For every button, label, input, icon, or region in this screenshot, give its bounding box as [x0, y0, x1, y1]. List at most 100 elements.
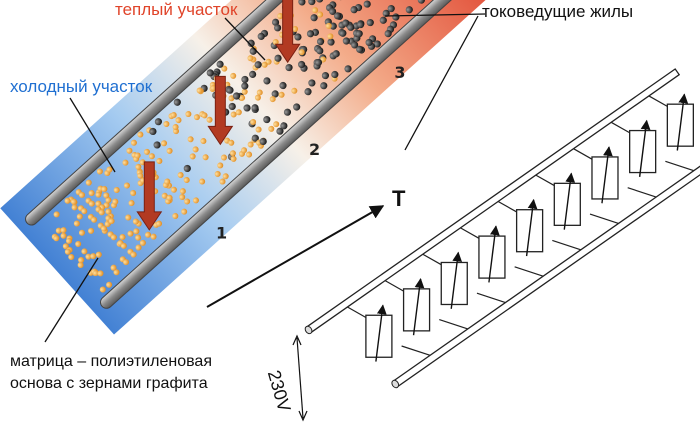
polymer-grain	[235, 109, 242, 116]
graphite-grain	[365, 38, 373, 47]
polymer-grain	[250, 118, 257, 125]
graphite-grain	[373, 40, 381, 48]
polymer-grain	[106, 281, 113, 288]
polymer-grain	[228, 95, 235, 102]
polymer-grain	[199, 178, 206, 185]
polymer-grain	[91, 216, 98, 223]
resistor-lead-top	[648, 95, 670, 108]
polymer-grain	[119, 233, 126, 240]
polymer-grain	[200, 138, 207, 145]
graphite-grain	[316, 0, 324, 3]
polymer-grain	[156, 158, 163, 165]
graphite-grain	[304, 88, 312, 96]
polymer-grain	[222, 173, 229, 180]
polymer-grain	[62, 243, 69, 250]
graphite-grain	[387, 4, 395, 13]
polymer-grain	[130, 251, 137, 258]
variable-resistor-arrow	[488, 225, 500, 283]
voltage-arrow-head-top	[292, 334, 302, 346]
polymer-grain	[230, 111, 237, 118]
resistor-lead-bottom	[552, 239, 582, 251]
top-conductor	[25, 0, 394, 226]
polymer-grain	[228, 139, 235, 146]
graphite-grain	[298, 0, 306, 6]
polymer-grain	[98, 209, 105, 216]
polymer-grain	[247, 141, 254, 148]
graphite-grain	[329, 22, 337, 30]
graphite-grain	[226, 86, 234, 94]
graphite-grain	[279, 81, 287, 90]
polymer-grain	[230, 155, 237, 162]
polymer-grain	[161, 140, 168, 147]
graphite-grain	[405, 6, 413, 14]
polymer-grain	[156, 220, 163, 227]
polymer-grain	[179, 194, 186, 201]
polymer-grain	[68, 254, 75, 261]
bottom-bus-end	[391, 379, 400, 389]
graphite-grain	[356, 20, 365, 29]
heat-arrow-3	[274, 0, 301, 64]
graphite-grain	[329, 7, 337, 15]
graphite-grain	[347, 23, 355, 31]
graphite-grain	[271, 18, 280, 26]
polymer-grain	[179, 188, 186, 195]
resistor-lead-bottom	[476, 292, 506, 304]
polymer-grain	[184, 198, 191, 205]
graphite-grain	[280, 122, 288, 130]
graphite-grain	[263, 115, 271, 124]
graphite-grain	[308, 0, 316, 6]
resistor-lead-top	[535, 174, 557, 188]
graphite-grain	[263, 77, 271, 85]
leader-wire-bottom	[404, 15, 479, 151]
polymer-grain	[202, 154, 209, 161]
polymer-grain	[66, 237, 73, 244]
equivalent-circuit	[304, 68, 700, 389]
polymer-grain	[135, 163, 142, 170]
variable-resistor-arrow	[601, 146, 613, 204]
polymer-grain	[261, 61, 268, 68]
graphite-grain	[320, 82, 328, 90]
polymer-grain	[298, 49, 305, 56]
polymer-grain	[177, 172, 184, 179]
polymer-grain	[144, 231, 151, 238]
graphite-grain	[293, 103, 301, 111]
polymer-grain	[77, 262, 84, 269]
resistor-lead-top	[573, 148, 595, 161]
polymer-grain	[105, 208, 112, 215]
polymer-grain	[196, 87, 203, 94]
resistor	[610, 119, 695, 177]
variable-resistor-arrow	[450, 251, 463, 309]
polymer-grain	[247, 55, 254, 62]
resistor-lead-bottom	[401, 345, 431, 356]
polymer-grain	[292, 26, 299, 33]
graphite-grain	[417, 0, 425, 4]
matrix-label-line1: матрица – полиэтиленовая	[10, 353, 212, 370]
graphite-grain	[351, 41, 359, 49]
cable-segment: 1 2 3	[0, 0, 486, 335]
polymer-grain	[166, 194, 173, 201]
polymer-grain	[256, 89, 263, 96]
resistor	[648, 93, 694, 151]
polymer-grain	[81, 208, 88, 215]
polymer-grain	[268, 125, 275, 132]
polymer-grain	[78, 257, 85, 264]
graphite-grain	[283, 108, 292, 116]
graphite-grain	[310, 14, 318, 22]
graphite-grain	[251, 134, 259, 142]
resistor-array	[347, 93, 695, 362]
graphite-grain	[154, 118, 162, 126]
polymer-grain	[100, 225, 107, 232]
polymer-grain	[78, 229, 85, 236]
polymer-grain	[254, 94, 261, 101]
polymer-grain	[73, 220, 80, 227]
polymer-grain	[95, 191, 102, 198]
graphite-grain	[294, 33, 302, 41]
polymer-grain	[277, 12, 284, 19]
graphite-grain	[241, 82, 249, 90]
graphite-grain	[316, 38, 325, 46]
graphite-grain	[173, 98, 181, 106]
polymer-grain	[192, 146, 199, 153]
resistor-lead-top	[497, 200, 519, 214]
polymer-grain	[53, 235, 60, 242]
